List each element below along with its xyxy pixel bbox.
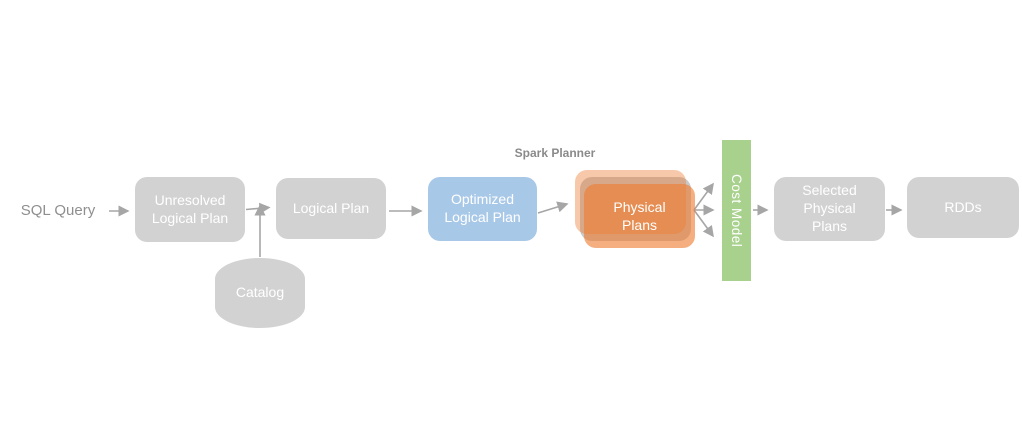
arrow-physical-to-cost-bottom: [693, 209, 714, 238]
node-selected-physical-plans: Selected Physical Plans: [774, 177, 885, 241]
node-rdds: RDDs: [907, 177, 1019, 238]
node-sql-query-label: SQL Query: [20, 202, 96, 220]
node-sql-query: SQL Query: [8, 190, 108, 232]
node-selected-physical-plans-label: Selected Physical Plans: [802, 182, 857, 234]
node-catalog-label: Catalog: [235, 284, 285, 301]
node-logical-plan: Logical Plan: [276, 178, 386, 239]
node-unresolved-logical-plan: Unresolved Logical Plan: [135, 177, 245, 242]
node-optimized-logical-plan: Optimized Logical Plan: [428, 177, 537, 241]
node-physical-plans-label: Physical Plans: [613, 198, 666, 233]
node-rdds-label: RDDs: [944, 198, 982, 215]
node-cost-model-label: Cost Model: [729, 173, 745, 248]
node-unresolved-logical-plan-label: Unresolved Logical Plan: [151, 191, 229, 226]
arrow-optimized-to-physical: [537, 201, 569, 214]
node-optimized-logical-plan-label: Optimized Logical Plan: [444, 191, 521, 225]
spark-planner-label: Spark Planner: [514, 146, 596, 160]
node-cost-model-bar: Cost Model: [722, 140, 751, 281]
physical-plans-front-card: Physical Plans: [584, 184, 695, 248]
arrow-unresolved-to-logical: [245, 202, 271, 214]
node-logical-plan-label: Logical Plan: [292, 199, 370, 216]
node-catalog-cylinder: Catalog: [215, 258, 305, 328]
arrow-physical-to-cost-top: [693, 182, 714, 211]
